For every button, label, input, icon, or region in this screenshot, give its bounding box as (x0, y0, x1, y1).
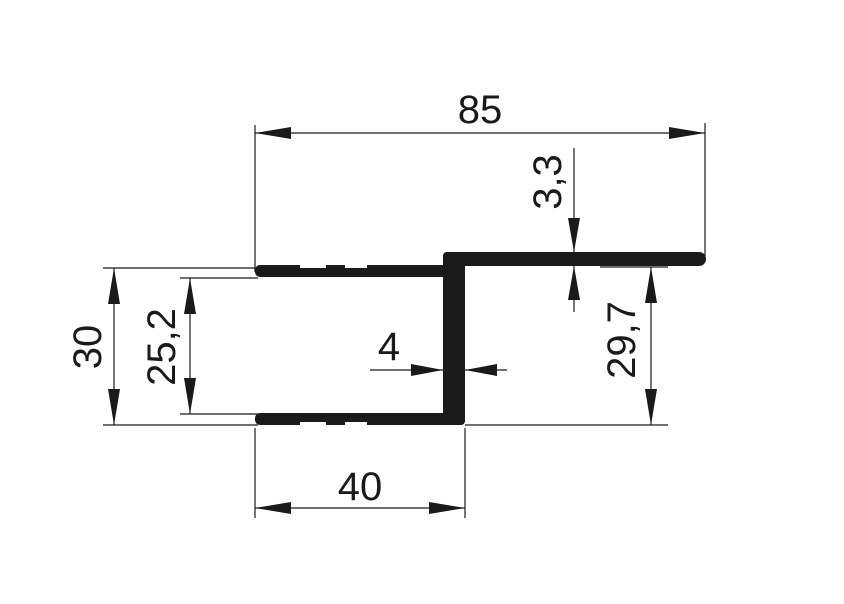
dim-label-4: 4 (378, 325, 400, 369)
profile-section (255, 252, 706, 425)
dimension-overall-height: 30 (66, 268, 120, 425)
dimension-overall-width: 85 (255, 88, 705, 139)
corner-fillet (443, 252, 465, 290)
extension-lines (103, 123, 706, 518)
dim-label-85: 85 (458, 88, 503, 132)
dim-label-40: 40 (338, 465, 383, 509)
dimension-inner-height: 25,2 (140, 278, 196, 414)
dim-label-25-2: 25,2 (140, 308, 184, 386)
dimension-step-height: 29,7 (600, 267, 657, 425)
dimension-channel-width: 40 (255, 465, 465, 514)
groove (345, 422, 367, 425)
dimension-lip-thickness: 3,3 (526, 148, 580, 312)
dim-label-3-3: 3,3 (526, 154, 570, 210)
groove (300, 265, 326, 268)
dimension-web-thickness: 4 (370, 325, 507, 376)
groove (345, 265, 367, 268)
dim-label-30: 30 (66, 325, 110, 370)
upper-flange (443, 252, 706, 266)
web (443, 252, 465, 425)
dim-label-29-7: 29,7 (600, 301, 644, 379)
groove (300, 422, 326, 425)
